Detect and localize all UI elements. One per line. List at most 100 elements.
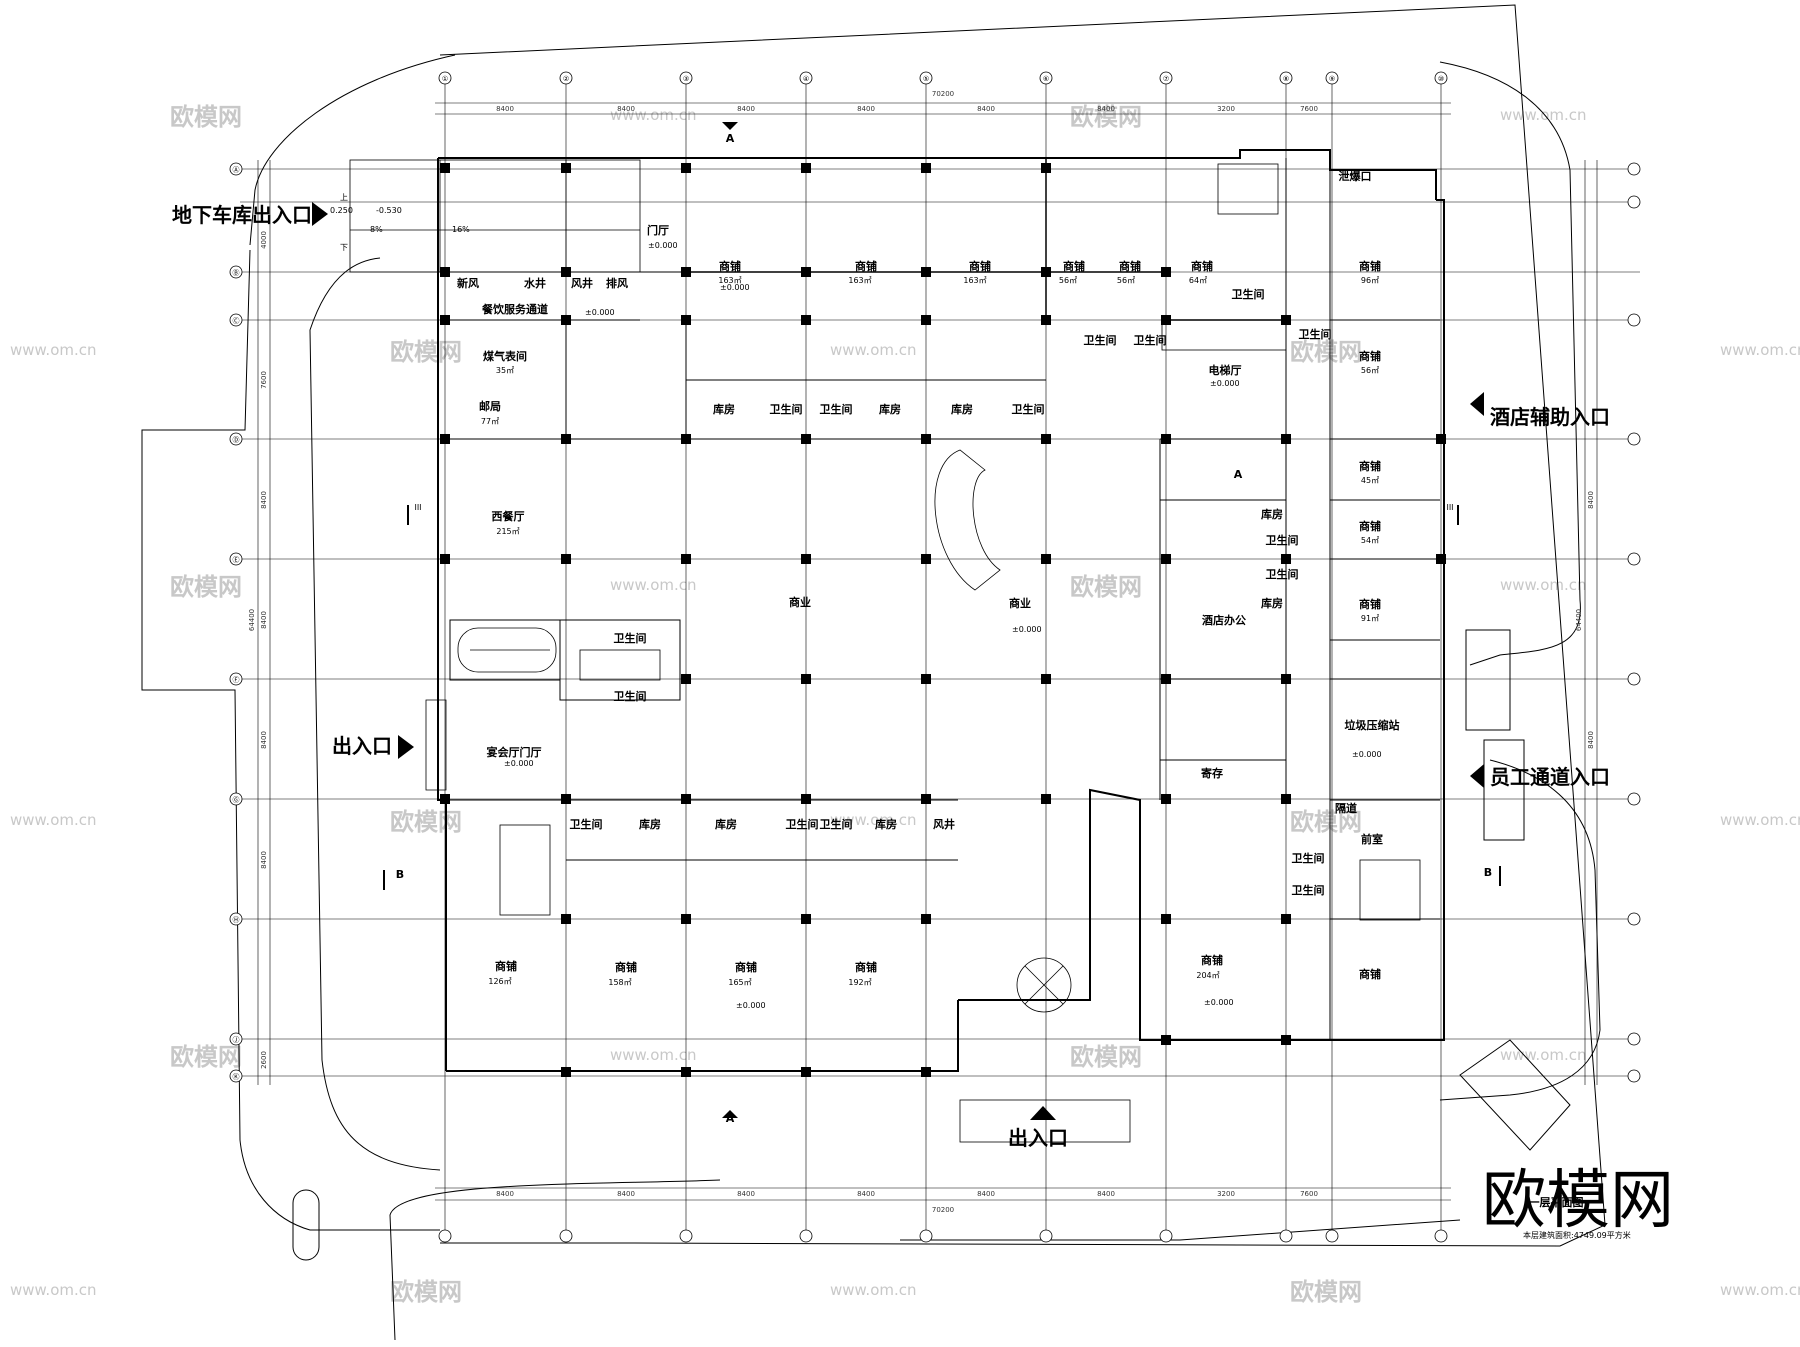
axis-label-left: Ⓐ [233,166,240,174]
level-label: ±0.000 [585,308,615,317]
watermark-brand: 欧模网 [1290,338,1362,366]
room-label-toilet: 卫生间 [1012,402,1045,416]
axis-label-left: Ⓙ [233,1036,240,1044]
watermark-brand: 欧模网 [390,808,462,836]
room-label-water-shaft: 水井 [524,276,546,290]
section-a-bottom-arrow [722,1110,738,1118]
entrance-markers [312,122,1484,1120]
dim-left: 4000 [260,231,268,249]
room-label-foyer: 门厅 [647,223,669,237]
spiral-stair [934,449,1001,591]
dim-left: 8400 [260,611,268,629]
section-mark-a: A [726,132,735,145]
site-road-east [1439,61,1581,666]
area-label: 77㎡ [481,417,499,426]
axis-label-left: Ⓓ [233,436,240,444]
outer-wall-south [446,788,1436,1072]
watermark-brand: 欧模网 [170,573,242,601]
room-label-exhaust: 排风 [606,276,628,290]
area-label: 91㎡ [1361,614,1379,623]
area-label: 56㎡ [1059,276,1077,285]
elevator-ne-1 [1217,163,1279,215]
watermark-url: www.om.cn [610,106,697,124]
level-label: ±0.000 [736,1001,766,1010]
west-stair-walls [449,619,681,701]
section-mark-c: III [414,503,421,512]
level-label: ±0.000 [1204,998,1234,1007]
room-label-toilet: 卫生间 [820,817,853,831]
title-block: 欧模网 一层平面图 本层建筑面积:4749.09平方米 [1482,1164,1674,1240]
dim-left: 8400 [260,851,268,869]
stair-southwest [499,824,551,916]
watermark-brand: 欧模网 [1070,103,1142,131]
section-mark-a: A [726,1112,735,1125]
south-entrance-canopy [959,1099,1131,1143]
dimension-text: 8400 8400 8400 8400 8400 8400 3200 7600 … [248,90,1595,1214]
staff-entry-arrow [1470,764,1484,788]
brand-logo: 欧模网 [1482,1164,1674,1238]
room-label-smoke-vent: 泄爆口 [1339,169,1372,183]
room-label-toilet: 卫生间 [820,402,853,416]
watermark-url: www.om.cn [1720,1281,1800,1299]
area-label: 163㎡ [718,276,741,285]
south-entrance-label: 出入口 [1008,1126,1068,1150]
room-label-toilet: 卫生间 [770,402,803,416]
room-label-toilet: 卫生间 [1134,333,1167,347]
room-label-vestibule: 前室 [1361,832,1383,846]
dim-left: 2600 [260,1051,268,1069]
axis-label-top: ① [442,75,448,83]
watermark-url: www.om.cn [610,576,697,594]
site-road-inner [309,257,441,1171]
room-label-post-office: 邮局 [479,399,501,413]
garage-entry-arrow [312,202,328,226]
elevator-hall-box [1161,319,1287,351]
room-label-shop: 商铺 [1119,259,1141,273]
dim-right: 8400 [1587,731,1595,749]
room-label-toilet: 卫生间 [1266,567,1299,581]
dim-bottom: 3200 [1217,1190,1235,1198]
room-label-corridor: 隔道 [1335,801,1357,815]
site-road-west [141,249,440,1231]
room-label-storage: 库房 [879,402,901,416]
room-label-toilet: 卫生间 [1232,287,1265,301]
dim-bottom: 8400 [737,1190,755,1198]
stair-banquet [457,627,557,673]
watermark-url: www.om.cn [830,341,917,359]
area-label: 96㎡ [1361,276,1379,285]
watermark-brand: 欧模网 [170,103,242,131]
room-label-storage: 库房 [1261,596,1283,610]
level-label: ±0.000 [1210,379,1240,388]
axis-label-left: Ⓒ [233,317,240,325]
dim-right: 8400 [1587,491,1595,509]
axis-label-left: Ⓑ [233,269,240,277]
area-label: 163㎡ [963,276,986,285]
axis-label-left: Ⓖ [233,796,240,804]
room-label-cloakroom: 寄存 [1201,766,1223,780]
room-label-garbage-station: 垃圾压缩站 [1345,718,1400,732]
dim-top: 8400 [857,105,875,113]
garage-entrance-label: 地下车库出入口 [172,203,312,227]
room-labels: 门厅 ±0.000 新风 水井 风井 排风 餐饮服务通道 ±0.000 煤气表间… [457,169,1400,1010]
section-lines [383,505,1501,890]
room-label-air-shaft: 风井 [933,817,955,831]
east-green-strip-lower [1483,739,1525,841]
room-label-elevator-hall: 电梯厅 [1209,363,1242,377]
south-entry-arrow [1030,1106,1056,1120]
axis-label-left: Ⓚ [233,1073,240,1081]
axis-label-top: ⑥ [1043,75,1049,83]
room-label-toilet: 卫生间 [614,631,647,645]
axis-labels: ① ② ③ ④ ⑤ ⑥ ⑦ ⑧ ⑨ ⑩ Ⓐ Ⓑ Ⓒ Ⓓ Ⓔ Ⓕ Ⓖ Ⓗ Ⓙ Ⓚ [233,75,1445,1081]
area-label: 158㎡ [608,978,631,987]
section-mark-b: B [1484,866,1492,879]
axis-label-top: ④ [803,75,809,83]
room-label-storage: 库房 [715,817,737,831]
area-label: 192㎡ [848,978,871,987]
room-label-toilet: 卫生间 [1084,333,1117,347]
room-label-shop: 商铺 [719,259,741,273]
room-label-shop: 商铺 [1359,519,1381,533]
axis-bubbles [229,71,1641,1243]
staff-entrance-label: 员工通道入口 [1490,765,1610,789]
inner-wall-north-shops [686,158,1286,321]
level-up: 上 [340,193,348,202]
level-label: ±0.000 [720,283,750,292]
